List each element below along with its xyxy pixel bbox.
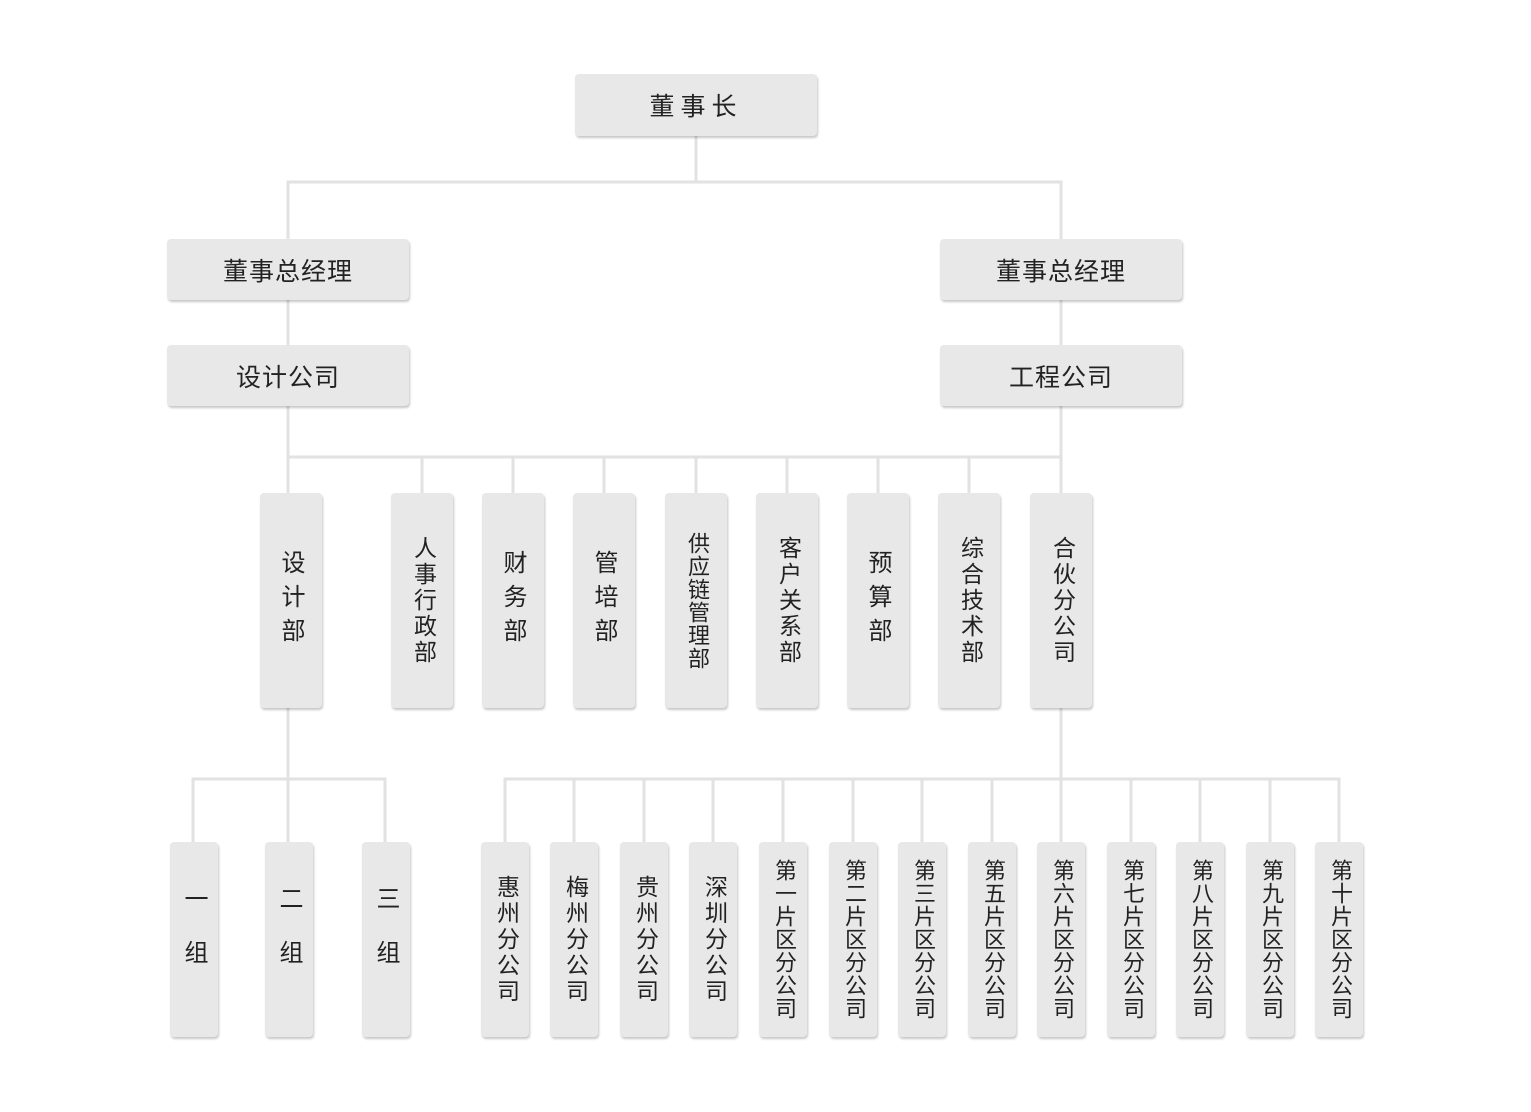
gm-right-box: 董事总经理: [940, 239, 1182, 300]
dept-general-tech-label: 综合技术部: [956, 535, 983, 666]
branch-huizhou-label: 惠州分公司: [492, 874, 519, 1005]
branch-zone9-label: 第九片区分公司: [1258, 859, 1283, 1020]
dept-budget-box: 预算部: [847, 493, 909, 708]
branch-zone10-label: 第十片区分公司: [1327, 859, 1352, 1020]
dept-budget-label: 预算部: [864, 549, 892, 652]
dept-management-training-box: 管培部: [573, 493, 635, 708]
branch-zone3-box: 第三片区分公司: [898, 842, 946, 1037]
branch-huizhou-box: 惠州分公司: [481, 842, 529, 1037]
branch-zone9-box: 第九片区分公司: [1246, 842, 1294, 1037]
branch-zone5-label: 第五片区分公司: [980, 859, 1005, 1020]
branch-zone8-label: 第八片区分公司: [1188, 859, 1213, 1020]
chairman-label: 董事长: [649, 92, 743, 121]
design-company-label: 设计公司: [235, 362, 340, 392]
dept-partner-branches-box: 合伙分公司: [1030, 493, 1092, 708]
dept-hr-admin-label: 人事行政部: [409, 535, 436, 666]
gm-left-box: 董事总经理: [167, 239, 409, 300]
dept-management-training-label: 管培部: [590, 549, 618, 652]
group-3-box: 三组: [362, 842, 410, 1037]
dept-design-label: 设计部: [277, 549, 305, 652]
branch-shenzhen-box: 深圳分公司: [689, 842, 737, 1037]
branch-zone6-box: 第六片区分公司: [1037, 842, 1085, 1037]
branch-zone6-label: 第六片区分公司: [1049, 859, 1074, 1020]
branch-shenzhen-label: 深圳分公司: [700, 874, 727, 1005]
branch-zone1-label: 第一片区分公司: [771, 859, 796, 1020]
branch-zone7-label: 第七片区分公司: [1119, 859, 1144, 1020]
branch-zone5-box: 第五片区分公司: [968, 842, 1016, 1037]
branch-zone8-box: 第八片区分公司: [1176, 842, 1224, 1037]
branch-guizhou-label: 贵州分公司: [631, 874, 658, 1005]
group-2-box: 二组: [265, 842, 313, 1037]
group-3-label: 三组: [372, 885, 400, 994]
dept-partner-branches-label: 合伙分公司: [1048, 535, 1075, 666]
branch-guizhou-box: 贵州分公司: [620, 842, 668, 1037]
dept-general-tech-box: 综合技术部: [938, 493, 1000, 708]
design-company-box: 设计公司: [167, 345, 409, 406]
branch-zone2-box: 第二片区分公司: [829, 842, 877, 1037]
dept-supply-chain-box: 供应链管理部: [665, 493, 727, 708]
dept-finance-label: 财务部: [499, 549, 527, 652]
dept-customer-relations-box: 客户关系部: [756, 493, 818, 708]
branch-zone1-box: 第一片区分公司: [759, 842, 807, 1037]
branch-zone7-box: 第七片区分公司: [1107, 842, 1155, 1037]
branch-zone2-label: 第二片区分公司: [841, 859, 866, 1020]
dept-finance-box: 财务部: [482, 493, 544, 708]
dept-customer-relations-label: 客户关系部: [774, 535, 801, 666]
gm-right-label: 董事总经理: [995, 256, 1126, 286]
branch-meizhou-box: 梅州分公司: [550, 842, 598, 1037]
engineering-company-label: 工程公司: [1008, 362, 1113, 392]
group-1-label: 一组: [180, 885, 208, 994]
branch-zone10-box: 第十片区分公司: [1315, 842, 1363, 1037]
chairman-box: 董事长: [575, 74, 817, 136]
branch-zone3-label: 第三片区分公司: [910, 859, 935, 1020]
dept-hr-admin-box: 人事行政部: [391, 493, 453, 708]
gm-left-label: 董事总经理: [222, 256, 353, 286]
dept-design-box: 设计部: [260, 493, 322, 708]
engineering-company-box: 工程公司: [940, 345, 1182, 406]
group-1-box: 一组: [170, 842, 218, 1037]
group-2-label: 二组: [275, 885, 303, 994]
dept-supply-chain-label: 供应链管理部: [684, 531, 709, 670]
branch-meizhou-label: 梅州分公司: [561, 874, 588, 1005]
